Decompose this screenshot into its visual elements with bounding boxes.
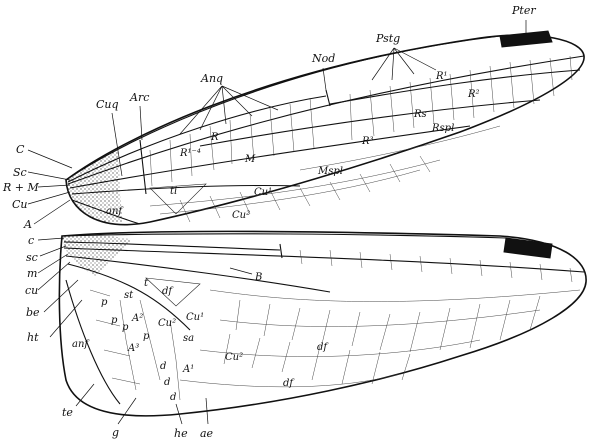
hindwing-cell-network — [89, 249, 581, 401]
label-ti: ti — [170, 186, 177, 197]
label-hind-a2: A² — [131, 313, 143, 324]
label-hind-p-1: p — [101, 297, 108, 308]
hindwing-cubitus — [67, 263, 191, 331]
hindwing-radius — [63, 247, 585, 273]
forewing-nodus — [325, 89, 331, 107]
hindwing-subcosta — [63, 241, 281, 251]
forewing-cubitus — [71, 184, 301, 195]
forewing-subcosta — [67, 95, 327, 183]
label-r: R — [210, 132, 219, 143]
hindwing-outline — [58, 230, 587, 417]
label-radius-media: R + M — [2, 181, 39, 194]
label-nodus: Nod — [311, 52, 335, 65]
hindwing-membranule-edge — [65, 279, 121, 405]
label-hind-p-2: p — [111, 315, 118, 326]
label-anal: A — [23, 218, 32, 231]
label-hind-df-2: df — [317, 342, 329, 353]
forewing-cell-network — [149, 55, 573, 223]
label-hind-media: m — [27, 267, 37, 280]
label-hind-a1: A¹ — [182, 364, 194, 375]
forewing: Pter Pstg Nod Anq Cuq Arc C Sc R + M Cu … — [2, 4, 585, 231]
label-hind-a3: A³ — [127, 343, 139, 354]
label-hind-be: be — [26, 306, 40, 319]
hindwing-triangle — [145, 277, 201, 307]
label-hind-cu2-b: Cu² — [225, 352, 243, 363]
hindwing-base-stipple — [62, 235, 132, 276]
label-hind-he: he — [174, 427, 188, 440]
label-r2: R² — [467, 89, 480, 100]
forewing-arculus — [139, 139, 147, 195]
hindwing-pterostigma — [503, 237, 553, 259]
label-hind-df-3: df — [283, 378, 295, 389]
label-hind-ht: ht — [27, 331, 39, 344]
forewing-radius — [67, 55, 585, 185]
label-r1-4: R¹⁻⁴ — [179, 148, 201, 159]
label-r3: R³ — [361, 136, 374, 147]
label-pterostigma: Pter — [511, 4, 536, 17]
label-hind-b: B — [254, 272, 262, 283]
hindwing-leaders — [37, 237, 253, 425]
label-arculus: Arc — [129, 91, 149, 104]
hindwing-costa — [61, 233, 507, 239]
label-hind-cu1: Cu¹ — [186, 312, 204, 323]
label-hind-costa: c — [28, 234, 34, 247]
label-r1: R¹ — [435, 71, 448, 82]
forewing-anal — [71, 199, 141, 225]
label-hind-d-1: d — [160, 361, 166, 372]
label-hind-t: t — [144, 278, 149, 289]
label-hind-cu2-a: Cu² — [158, 318, 176, 329]
forewing-media — [69, 125, 471, 189]
label-hind-st: st — [124, 290, 134, 301]
forewing-pterostigma — [499, 30, 553, 48]
hindwing-nodus — [279, 243, 283, 259]
hindwing: c sc m cu be ht anf te g he ae t df st B… — [25, 230, 587, 440]
label-hind-anal-field: anf — [72, 339, 90, 350]
forewing-triangle — [149, 183, 207, 215]
label-hind-d-2: d — [164, 377, 170, 388]
label-hind-ae: ae — [200, 427, 214, 440]
forewing-r2 — [329, 69, 581, 105]
forewing-leaders — [27, 20, 527, 225]
label-hind-cubitus: cu — [25, 284, 38, 297]
label-postnodal-crossveins: Pstg — [375, 32, 400, 45]
label-antenodal-crossveins: Anq — [200, 72, 223, 85]
forewing-r3 — [199, 99, 541, 147]
label-cu2: Cu² — [232, 210, 250, 221]
label-rspl: Rspl — [431, 123, 454, 134]
forewing-costa — [65, 35, 501, 181]
label-hind-d-3: d — [170, 392, 176, 403]
label-hind-p-4: p — [143, 331, 150, 342]
forewing-outline — [65, 34, 585, 226]
label-subcosta: Sc — [13, 166, 27, 179]
label-mspl: Mspl — [317, 166, 343, 177]
label-cubital-crossvein: Cuq — [96, 98, 119, 111]
label-hind-g: g — [112, 426, 119, 439]
label-hind-df-1: df — [162, 286, 174, 297]
label-hind-subcosta: sc — [26, 251, 38, 264]
label-cubitus: Cu — [12, 198, 28, 211]
label-anal-field: anf — [106, 206, 124, 217]
label-rs: Rs — [413, 109, 427, 120]
hindwing-media — [65, 255, 331, 293]
label-cu1: Cu¹ — [254, 187, 272, 198]
label-costa: C — [16, 143, 25, 156]
label-m: M — [244, 154, 256, 165]
label-hind-te: te — [62, 406, 73, 419]
forewing-base-stipple — [66, 150, 122, 223]
label-hind-sa: sa — [183, 333, 194, 344]
label-hind-p-3: p — [122, 322, 129, 333]
